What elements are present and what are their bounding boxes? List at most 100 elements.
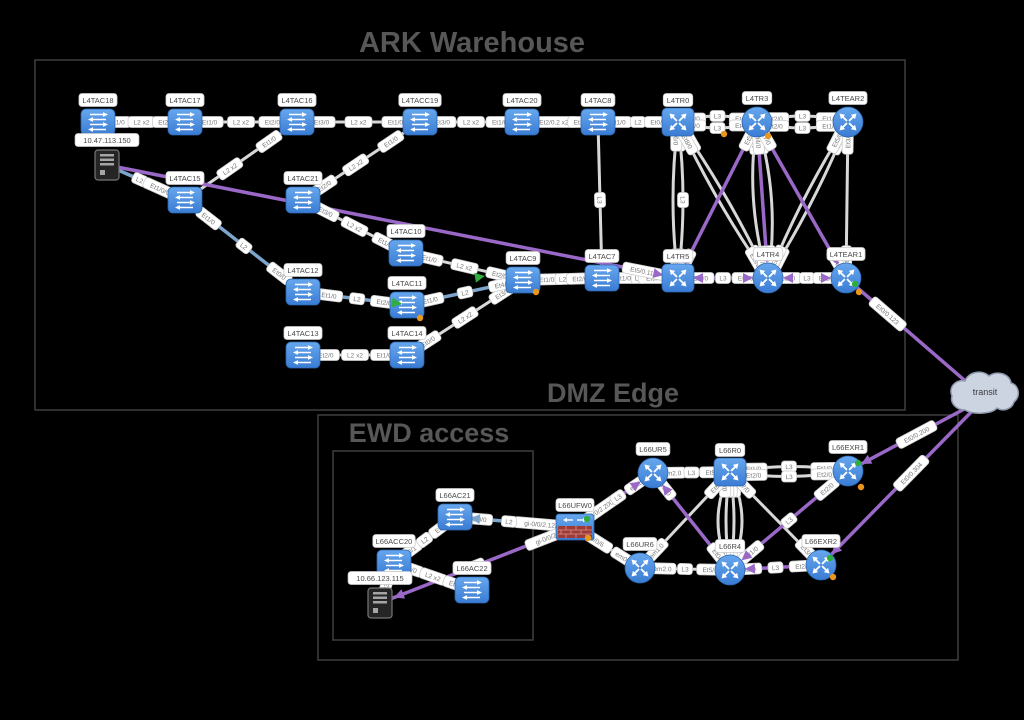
svg-text:L66AC22: L66AC22 — [456, 564, 487, 573]
node-ac8[interactable] — [580, 108, 616, 136]
link-label: L2 — [416, 531, 433, 549]
link-label: L2 x2 — [216, 157, 244, 181]
node-r4[interactable] — [714, 554, 746, 586]
node-label: L4TAC10 — [386, 224, 426, 238]
svg-text:Et2/0: Et2/0 — [158, 120, 174, 127]
svg-text:L4TAC12: L4TAC12 — [287, 266, 318, 275]
svg-text:L66EXR2: L66EXR2 — [805, 537, 837, 546]
node-tr4[interactable] — [752, 262, 784, 294]
node-eac22[interactable] — [454, 576, 490, 604]
svg-text:L3: L3 — [714, 126, 722, 133]
link-arrowhead — [662, 484, 673, 496]
node-ac9[interactable] — [505, 266, 541, 294]
svg-text:Et4/0: Et4/0 — [753, 133, 761, 149]
node-ac11[interactable] — [389, 291, 425, 319]
link-label: L2 x2 — [340, 216, 369, 237]
node-ac15[interactable] — [167, 186, 203, 214]
zone-box-ark-warehouse[interactable] — [34, 59, 906, 411]
zone-box-ewd-access[interactable] — [332, 450, 534, 641]
warning-dot — [416, 314, 424, 322]
link-label: Et1/0 — [195, 116, 224, 128]
link-label: Et1/0 — [255, 130, 283, 153]
node-label: L4TR0 — [662, 93, 694, 107]
zone-box-dmz-edge[interactable] — [317, 414, 959, 661]
link-arrowhead — [783, 273, 793, 283]
link-tear1-cloud[interactable] — [844, 276, 987, 400]
link-label: L2 x2 — [227, 116, 255, 128]
warning-dot — [532, 288, 540, 296]
svg-text:Et0/0: Et0/0 — [650, 120, 666, 127]
warning-dot — [855, 288, 863, 296]
node-cloud[interactable]: transit — [950, 371, 1019, 414]
svg-text:L2: L2 — [461, 289, 470, 297]
svg-text:L3: L3 — [688, 470, 696, 477]
zone-title-ark[interactable]: ARK Warehouse — [359, 27, 585, 59]
link-label: L2 — [348, 292, 366, 306]
node-tear1[interactable] — [830, 262, 862, 294]
node-tear2[interactable] — [832, 106, 864, 138]
zone-title-dmz[interactable]: DMZ Edge — [547, 378, 679, 408]
svg-text:Et2/0: Et2/0 — [795, 563, 811, 571]
svg-text:Et2/0: Et2/0 — [768, 116, 784, 123]
warning-dot — [829, 573, 837, 581]
svg-text:gi-0/0/2.123: gi-0/0/2.123 — [524, 520, 559, 530]
ok-dot — [583, 515, 591, 523]
warning-dot — [720, 130, 728, 138]
node-label: L4TAC9 — [505, 251, 541, 265]
svg-text:Et2/0: Et2/0 — [491, 271, 508, 281]
node-tr3[interactable] — [741, 106, 773, 138]
ok-dot — [826, 554, 834, 562]
svg-text:L2 x2: L2 x2 — [134, 120, 150, 127]
svg-text:L3: L3 — [785, 516, 795, 526]
node-ur6[interactable] — [624, 552, 656, 584]
zone-title-ewd[interactable]: EWD access — [349, 418, 510, 448]
svg-text:Et2/0.2 x2: Et2/0.2 x2 — [539, 120, 569, 127]
svg-text:L2: L2 — [559, 276, 567, 283]
node-ac18[interactable] — [80, 108, 116, 136]
node-label: L4TAC7 — [584, 249, 620, 263]
link-label: L2 x2 — [127, 116, 156, 128]
svg-text:L4TAC16: L4TAC16 — [281, 96, 312, 105]
link-arrowhead — [469, 514, 481, 525]
node-tr5[interactable] — [661, 263, 695, 293]
svg-text:L2: L2 — [238, 242, 248, 252]
svg-text:Et2/0: Et2/0 — [318, 353, 334, 360]
node-ac20[interactable] — [504, 108, 540, 136]
node-eac20[interactable] — [376, 549, 412, 577]
svg-text:L2: L2 — [135, 176, 145, 186]
svg-text:L2: L2 — [353, 296, 361, 304]
node-ac10[interactable] — [388, 239, 424, 267]
link-label: L2 — [630, 116, 646, 128]
node-ac17[interactable] — [167, 108, 203, 136]
node-eac21[interactable] — [437, 503, 473, 531]
node-ac7[interactable] — [584, 264, 620, 292]
link-arrowhead — [861, 454, 873, 464]
link-label: L3 — [781, 460, 797, 473]
node-ac19[interactable] — [402, 108, 438, 136]
node-ac14[interactable] — [389, 341, 425, 369]
node-ur5[interactable] — [637, 457, 669, 489]
svg-text:Et1/0: Et1/0 — [421, 254, 438, 264]
link-label: L2 x2 — [451, 306, 479, 329]
node-ac21[interactable] — [285, 186, 321, 214]
node-r0[interactable] — [713, 457, 747, 487]
node-label: L4TACC19 — [398, 93, 442, 107]
svg-text:em2.0: em2.0 — [663, 470, 682, 477]
node-ac13[interactable] — [285, 341, 321, 369]
svg-text:L3: L3 — [595, 196, 602, 204]
node-ac16[interactable] — [279, 108, 315, 136]
svg-text:L3: L3 — [714, 114, 722, 121]
node-label: 10.47.113.150 — [74, 133, 140, 147]
node-ac12[interactable] — [285, 278, 321, 306]
svg-text:L4TEAR1: L4TEAR1 — [830, 250, 863, 259]
node-srv47[interactable] — [94, 149, 120, 181]
node-srv66[interactable] — [367, 587, 393, 619]
svg-text:L66UFW0: L66UFW0 — [558, 501, 592, 510]
ok-dot — [851, 280, 859, 288]
svg-text:L3: L3 — [803, 276, 811, 283]
svg-text:Et5/1: Et5/1 — [703, 567, 719, 574]
node-tr0[interactable] — [661, 107, 695, 137]
svg-text:Et1/0: Et1/0 — [822, 116, 838, 123]
svg-text:L3: L3 — [785, 464, 793, 471]
